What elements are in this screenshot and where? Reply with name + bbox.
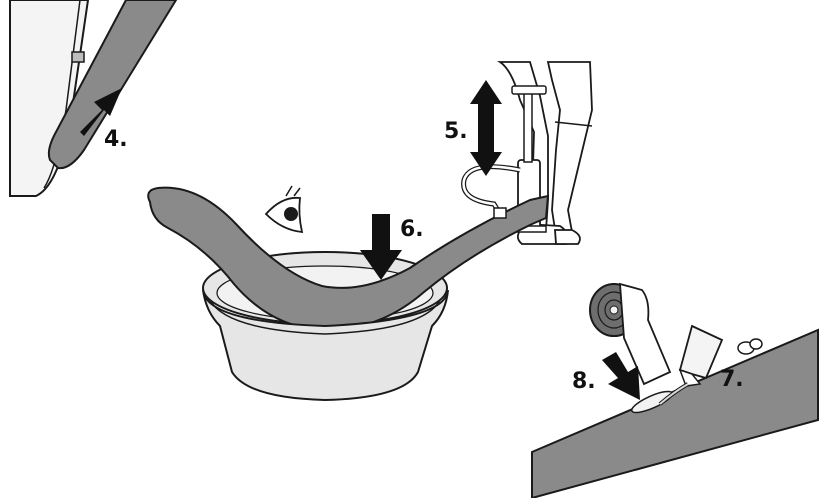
hose-in-basin xyxy=(147,186,550,332)
hose-repair-section xyxy=(531,328,819,498)
hose-segment-step4 xyxy=(47,0,178,170)
step-5-scene: 5. xyxy=(444,61,593,245)
person-shoe-right xyxy=(554,229,581,245)
step-4-scene: 4. xyxy=(9,0,178,197)
tape-roll-icon xyxy=(589,282,672,386)
basin-body xyxy=(202,289,449,402)
person-leg-right xyxy=(546,61,593,238)
step-4-label: 4. xyxy=(104,127,128,152)
step-8-label: 8. xyxy=(572,369,596,394)
step-6-scene: 6. xyxy=(147,185,550,402)
sock-band xyxy=(554,121,593,127)
hose-fitting xyxy=(71,51,85,63)
step-5-arrow xyxy=(470,80,502,176)
step-6-arrow xyxy=(360,214,402,280)
basin-lip xyxy=(209,299,441,335)
step-8-arrow xyxy=(602,352,640,400)
eye-icon xyxy=(264,185,304,234)
step-6-label: 6. xyxy=(400,217,424,242)
step-5-label: 5. xyxy=(444,119,468,144)
hose-valve xyxy=(493,207,507,219)
step-4-arrow xyxy=(80,88,122,136)
glue-tube-icon xyxy=(658,324,724,406)
step-7-label: 7. xyxy=(720,367,744,392)
patch-repair-scene: 8. 7. xyxy=(531,282,819,498)
cap-icon xyxy=(737,338,763,355)
